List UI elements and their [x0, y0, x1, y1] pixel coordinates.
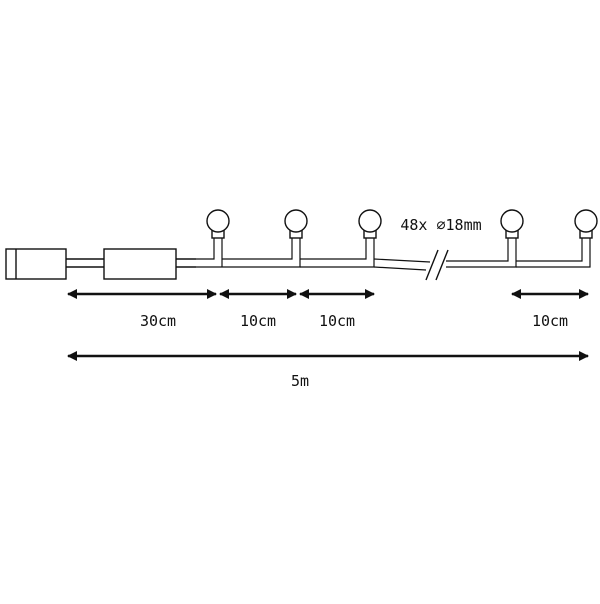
total-length-label: 5m: [290, 372, 310, 390]
bulb-1: [206, 209, 230, 239]
lead-length-label: 30cm: [139, 312, 177, 330]
bulb-2: [284, 209, 308, 239]
main-cable: [196, 237, 591, 271]
bulb-5: [574, 209, 598, 239]
plug-connector: [5, 248, 104, 280]
transformer-box: [103, 248, 196, 280]
bulb-3: [358, 209, 382, 239]
spacing-first-label: 10cm: [239, 312, 277, 330]
spacing-last-label: 10cm: [531, 312, 569, 330]
cable-break-mark: [425, 249, 449, 281]
bulb-spec-label: 48x ⌀18mm: [400, 216, 482, 234]
bulb-4: [500, 209, 524, 239]
spacing-second-label: 10cm: [318, 312, 356, 330]
